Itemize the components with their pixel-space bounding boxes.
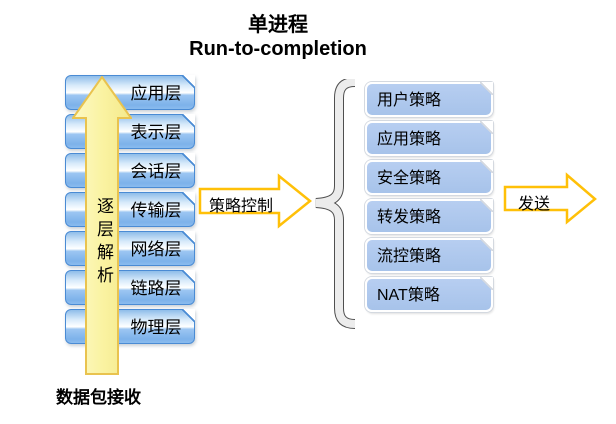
corner-snip bbox=[480, 238, 493, 251]
diagram-title: 单进程 Run-to-completion bbox=[118, 13, 438, 61]
policy-box-app: 应用策略 bbox=[365, 121, 493, 156]
policy-label: 流控策略 bbox=[377, 248, 442, 265]
corner-snip bbox=[480, 277, 493, 290]
policy-box-forwarding: 转发策略 bbox=[365, 199, 493, 234]
corner-snip bbox=[480, 199, 493, 212]
corner-snip bbox=[480, 160, 493, 173]
policy-box-user: 用户策略 bbox=[365, 82, 493, 117]
corner-snip bbox=[182, 192, 195, 205]
up-arrow bbox=[72, 76, 132, 375]
corner-snip bbox=[480, 82, 493, 95]
policy-box-security: 安全策略 bbox=[365, 160, 493, 195]
up-arrow-label: 逐层解析 bbox=[94, 197, 113, 289]
policy-label: 应用策略 bbox=[377, 131, 442, 148]
policy-label: NAT策略 bbox=[377, 287, 440, 304]
osi-layer-label: 表示层 bbox=[130, 123, 182, 142]
corner-snip bbox=[182, 231, 195, 244]
policy-label: 用户策略 bbox=[377, 92, 442, 109]
osi-layer-label: 会话层 bbox=[130, 162, 182, 181]
policy-box-flowctrl: 流控策略 bbox=[365, 238, 493, 273]
policy-label: 安全策略 bbox=[377, 170, 442, 187]
policy-label: 转发策略 bbox=[377, 209, 442, 226]
osi-layer-label: 网络层 bbox=[130, 240, 182, 259]
grouping-brace bbox=[315, 79, 356, 329]
title-line2: Run-to-completion bbox=[189, 38, 367, 60]
corner-snip bbox=[480, 121, 493, 134]
title-line1: 单进程 bbox=[248, 14, 308, 36]
corner-snip bbox=[182, 153, 195, 166]
receive-label: 数据包接收 bbox=[56, 388, 141, 407]
send-arrow-label: 发送 bbox=[517, 196, 550, 213]
corner-snip bbox=[182, 309, 195, 322]
corner-snip bbox=[182, 75, 195, 88]
osi-layer-label: 物理层 bbox=[130, 318, 182, 337]
policy-control-arrow bbox=[198, 173, 312, 229]
send-arrow bbox=[503, 172, 597, 225]
policy-box-nat: NAT策略 bbox=[365, 277, 493, 312]
osi-layer-label: 应用层 bbox=[130, 84, 182, 103]
corner-snip bbox=[182, 270, 195, 283]
corner-snip bbox=[182, 114, 195, 127]
osi-layer-label: 传输层 bbox=[130, 201, 182, 220]
osi-layer-label: 链路层 bbox=[130, 279, 182, 298]
policy-control-arrow-label: 策略控制 bbox=[208, 198, 273, 215]
